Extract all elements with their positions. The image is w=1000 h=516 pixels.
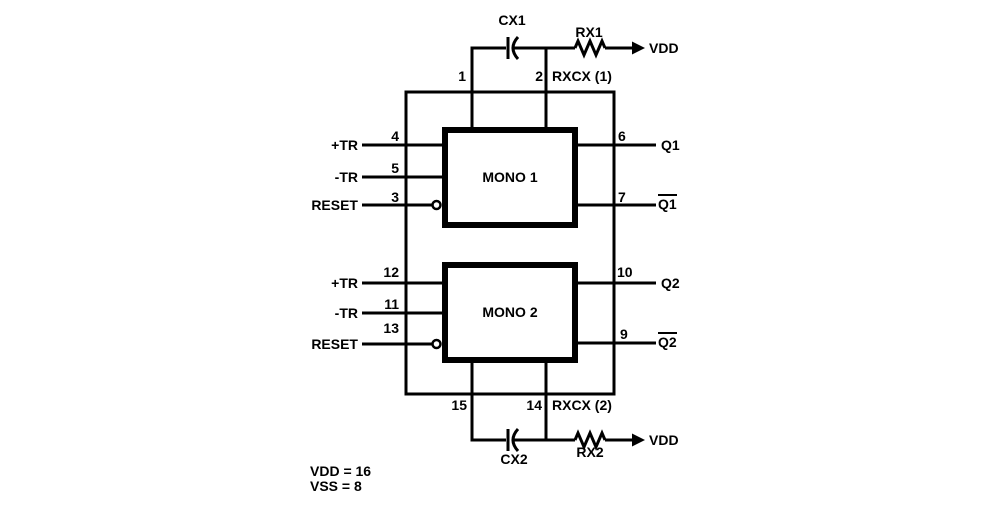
pin10-number: 10 [617, 264, 633, 280]
pin12-number: 12 [383, 264, 399, 280]
reset-2-label: RESET [311, 336, 358, 352]
ic-boundary-rect [404, 90, 616, 396]
mono1-timing-network [470, 35, 645, 128]
rx1-resistor-icon [573, 37, 607, 59]
mono2-name: MONO 2 [482, 304, 538, 320]
mono1-box [442, 127, 578, 228]
q2-label: Q2 [661, 275, 680, 291]
pin1-wire [470, 46, 506, 128]
cx2-label: CX2 [500, 451, 528, 467]
mono1-name: MONO 1 [482, 169, 538, 185]
note-vss-pin: VSS = 8 [310, 478, 362, 494]
reset-2-inverter-bubble-icon [431, 338, 442, 350]
rx2-label: RX2 [576, 444, 604, 460]
q2-bar-label: Q2 [658, 332, 677, 350]
pin6-number: 6 [618, 128, 626, 144]
pin13-number: 13 [383, 320, 399, 336]
q1-label: Q1 [661, 137, 680, 153]
minus-tr-1-label: -TR [334, 169, 358, 185]
vdd-bottom-label: VDD [649, 432, 679, 448]
vdd-bottom-arrow-icon [632, 433, 645, 447]
vdd-top-label: VDD [649, 40, 679, 56]
reset-1-inverter-bubble-icon [431, 199, 442, 211]
reset-1-label: RESET [311, 197, 358, 213]
plus-tr-2-label: +TR [331, 275, 358, 291]
rx2-resistor-icon [573, 429, 607, 451]
pin15-number: 15 [451, 397, 467, 413]
cx1-label: CX1 [498, 12, 526, 28]
pin1-number: 1 [458, 68, 466, 84]
pin14-number: 14 [526, 397, 542, 413]
cx2-capacitor-arc-icon [511, 427, 520, 453]
mono2-output-wires [578, 281, 656, 345]
mono2-input-wires [362, 281, 442, 350]
q1-bar-label: Q1 [658, 194, 677, 212]
pin7-number: 7 [618, 189, 626, 205]
mono2-box [442, 262, 578, 363]
pin15-wire [470, 360, 506, 442]
minus-tr-2-label: -TR [334, 305, 358, 321]
pin5-number: 5 [391, 160, 399, 176]
plus-tr-1-label: +TR [331, 137, 358, 153]
mono1-input-wires [362, 143, 442, 211]
note-vdd-pin: VDD = 16 [310, 463, 372, 479]
mono1-output-wires [578, 143, 656, 207]
rxcx2-node-label: RXCX (2) [552, 397, 612, 413]
rxcx1-node-label: RXCX (1) [552, 68, 612, 84]
cx1-capacitor-arc-icon [511, 35, 520, 61]
pin11-number: 11 [384, 296, 399, 312]
mono2-timing-network [470, 360, 645, 453]
vdd-top-arrow-icon [632, 41, 645, 55]
pin4-number: 4 [391, 128, 399, 144]
pin9-number: 9 [620, 326, 628, 342]
pin2-number: 2 [535, 68, 543, 84]
rx1-label: RX1 [575, 24, 603, 40]
pin3-number: 3 [391, 189, 399, 205]
